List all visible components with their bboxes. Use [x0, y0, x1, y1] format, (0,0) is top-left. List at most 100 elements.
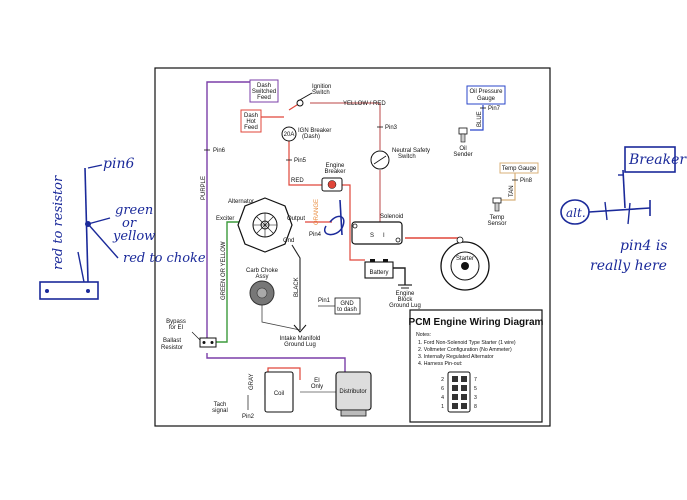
dash-switched-feed-label-1: Dash [257, 83, 271, 89]
gray-label: GRAY [249, 373, 255, 390]
temp-sensor-body [492, 197, 502, 204]
ign-breaker-label-1: IGN Breaker [298, 128, 331, 134]
dash-hot-feed-label-3: Feed [244, 125, 258, 131]
carb-choke-center [256, 287, 268, 299]
black-label: BLACK [294, 277, 300, 297]
ign-breaker-label-2: (Dash) [302, 134, 320, 140]
note-4: 4. Harness Pin-out: [418, 361, 462, 367]
temp-gauge-box [499, 162, 539, 174]
oil-sender-label-2: Sender [453, 152, 472, 158]
ei-only-label-2: Only [311, 384, 323, 390]
intake-manifold-label-1: Intake Manifold [280, 336, 321, 342]
ballast-resistor-body [199, 337, 217, 348]
note-2: 2. Voltmeter Configuration (No Ammeter) [418, 347, 512, 353]
purple-wire-coil [206, 353, 346, 372]
ign-breaker-symbol [281, 126, 297, 142]
temp-sensor-label-2: Sensor [487, 221, 506, 227]
tach-signal-label-2: signal [212, 408, 228, 414]
gnd-label: Gnd [283, 238, 294, 244]
black-wire [291, 244, 301, 330]
harness-pin: 5 [474, 386, 477, 392]
green-or-yellow-label: GREEN OR YELLOW [221, 241, 227, 300]
harness-pin: 1 [441, 404, 444, 410]
tan-label: TAN [509, 185, 515, 197]
starter-label: Starter [456, 256, 474, 262]
solenoid-term-i: I [383, 233, 385, 239]
diagram-title: PCM Engine Wiring Diagram [409, 317, 544, 328]
dash-switched-feed-label-2: Switched [252, 89, 276, 95]
harness-pin: 3 [474, 395, 477, 401]
engine-breaker-label-2: Breaker [324, 169, 345, 175]
red-label: RED [291, 178, 304, 184]
starter-hub [461, 262, 469, 270]
ballast-terminal [210, 341, 214, 344]
ballast-label-1: Ballast [163, 338, 181, 344]
purple-wire [206, 81, 250, 345]
dash-hot-feed-box [240, 109, 262, 133]
solenoid-terminal [395, 237, 401, 243]
yellow-red-label: YELLOW / RED [343, 101, 386, 107]
pin6-label: Pin6 [213, 148, 226, 154]
tach-signal-label-1: Tach [214, 402, 227, 408]
dash-hot-feed-label-2: Hot [246, 119, 256, 125]
pin7-label: Pin7 [488, 106, 501, 112]
coil-body [264, 371, 294, 413]
red-wire-battery [342, 184, 365, 261]
neutral-safety-label-2: Switch [398, 154, 416, 160]
battery-label: Battery [369, 270, 388, 276]
ignition-switch-label-1: Ignition [312, 84, 331, 90]
notes-panel [409, 309, 543, 423]
dash-switched-feed-box [249, 79, 279, 103]
green-wire [215, 221, 240, 343]
oil-sender-body [458, 127, 468, 135]
oil-sender-stem [460, 133, 466, 143]
notes-header: Notes: [416, 332, 431, 338]
hand-alt: alt. [566, 206, 586, 220]
note-3: 3. Internally Regulated Alternator [418, 354, 494, 360]
oil-pressure-gauge-box [466, 85, 506, 105]
ignition-switch-lever [297, 92, 313, 102]
neutral-safety-switch-lever [373, 155, 387, 165]
coil-label: Coil [274, 391, 284, 397]
solenoid-label: Solenoid [380, 214, 403, 220]
intake-manifold-label-2: Ground Lug [284, 342, 316, 348]
oil-pressure-gauge-label-1: Oil Pressure [469, 89, 503, 95]
red-wire-breaker [288, 140, 322, 186]
gnd-to-dash-box [334, 297, 361, 315]
blue-label: BLUE [477, 111, 483, 127]
ignition-switch-contact [296, 99, 304, 107]
hand-red-to-resistor: red to resistor [51, 175, 66, 270]
purple-label: PURPLE [201, 176, 207, 200]
hand-breaker: Breaker [628, 152, 687, 168]
pin2-label: Pin2 [242, 414, 255, 420]
harness-pin: 2 [441, 377, 444, 383]
ballast-label-2: Resistor [161, 345, 183, 351]
hand-yellow: yellow [112, 229, 155, 244]
handwritten-left-sketch [39, 164, 119, 300]
engine-breaker-label-1: Engine [326, 163, 345, 169]
carb-choke-label-1: Carb Choke [246, 268, 279, 274]
pin1-label: Pin1 [318, 298, 331, 304]
dash-switched-feed-label-3: Feed [257, 95, 271, 101]
pin4-label: Pin4 [309, 232, 322, 238]
neutral-safety-label-1: Neutral Safety [392, 148, 430, 154]
dash-hot-feed-label-1: Dash [244, 113, 258, 119]
output-label: Output [287, 216, 305, 222]
solenoid-body [351, 221, 403, 245]
ignition-switch-label-2: Switch [312, 90, 330, 96]
oil-sender-label-1: Oil [459, 146, 466, 152]
oil-pressure-gauge-label-2: Gauge [477, 96, 496, 102]
temp-sensor-stem [494, 202, 500, 212]
hand-or: or [122, 216, 137, 231]
hand-pin6: pin6 [103, 156, 134, 172]
hand-pin4-line2: really here [590, 258, 667, 274]
intake-ground-lug [293, 324, 307, 333]
ei-only-label-1: EI [314, 378, 320, 384]
harness-pin: 8 [474, 404, 477, 410]
ballast-terminal [202, 341, 206, 344]
handwritten-right-sketch [560, 146, 676, 225]
harness-pin: 6 [441, 386, 444, 392]
starter-terminal [456, 236, 464, 244]
hand-green: green [115, 203, 153, 218]
